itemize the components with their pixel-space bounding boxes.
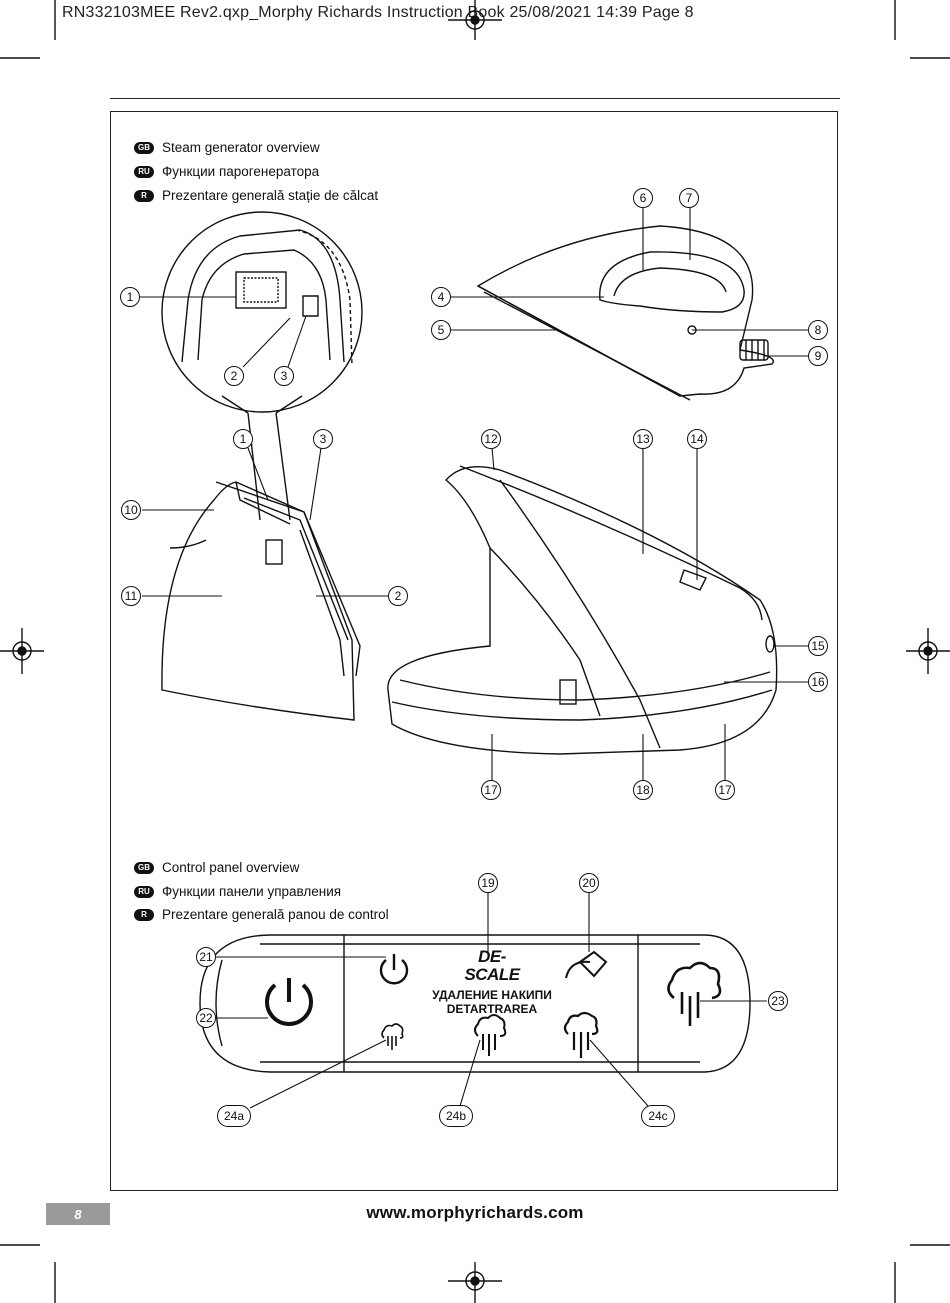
callout-8: 8 [808, 320, 828, 340]
power-large-icon [265, 978, 313, 1026]
steam-small-icon [381, 1023, 404, 1050]
iron-drawing [476, 225, 774, 401]
callout-6: 6 [633, 188, 653, 208]
registration-mark-top-icon [448, 0, 502, 40]
lang-badge: RU [134, 165, 154, 178]
callout-24c: 24c [641, 1105, 675, 1127]
callout-13: 13 [633, 429, 653, 449]
callout-3-side: 3 [313, 429, 333, 449]
callout-1-side: 1 [233, 429, 253, 449]
callout-12: 12 [481, 429, 501, 449]
callout-14: 14 [687, 429, 707, 449]
section-title: Steam generator overview [162, 140, 320, 155]
page-number: 8 [46, 1203, 110, 1225]
callout-18: 18 [633, 780, 653, 800]
callout-11: 11 [121, 586, 141, 606]
descale-translations: УДАЛЕНИЕ НАКИПИ DETARTRAREA [420, 988, 564, 1016]
descale-label-ro: DETARTRAREA [446, 1002, 538, 1016]
lang-badge: GB [134, 141, 154, 154]
callout-4: 4 [431, 287, 451, 307]
base-detail-magnifier [161, 211, 363, 521]
top-rule [110, 98, 840, 99]
callout-19: 19 [478, 873, 498, 893]
lang-row-ru-steam: RU Функции парогенератора [134, 164, 319, 179]
callout-24b: 24b [439, 1105, 473, 1127]
lang-badge: RU [134, 885, 154, 898]
steam-max-icon [563, 1011, 599, 1058]
callout-1: 1 [120, 287, 140, 307]
lang-badge: R [134, 189, 154, 202]
registration-mark-right-icon [906, 628, 950, 674]
callout-15: 15 [808, 636, 828, 656]
callout-10: 10 [121, 500, 141, 520]
lang-badge: R [134, 908, 154, 921]
registration-mark-left-icon [0, 628, 44, 674]
lang-row-ru-panel: RU Функции панели управления [134, 884, 341, 899]
section-title: Prezentare generală stație de călcat [162, 188, 379, 203]
descale-label: DE- SCALE [430, 948, 554, 984]
callout-21: 21 [196, 947, 216, 967]
callout-17-right: 17 [715, 780, 735, 800]
base-side-drawing [161, 481, 361, 721]
content-frame [110, 111, 838, 1191]
callout-5: 5 [431, 320, 451, 340]
lang-row-gb-steam: GB Steam generator overview [134, 140, 320, 155]
callout-17-left: 17 [481, 780, 501, 800]
section-title: Prezentare generală panou de control [162, 907, 389, 922]
callout-22: 22 [196, 1008, 216, 1028]
callout-24a: 24a [217, 1105, 251, 1127]
section-title: Control panel overview [162, 860, 300, 875]
callout-23: 23 [768, 991, 788, 1011]
steam-large-icon [667, 961, 722, 1026]
callout-3: 3 [274, 366, 294, 386]
callout-9: 9 [808, 346, 828, 366]
power-small-icon [379, 954, 409, 985]
lang-row-ro-panel: R Prezentare generală panou de control [134, 907, 389, 922]
descale-label-ru: УДАЛЕНИЕ НАКИПИ [432, 988, 552, 1002]
generator-main-drawing [387, 465, 778, 755]
lang-badge: GB [134, 861, 154, 874]
control-panel-outline [199, 934, 751, 1073]
callout-2: 2 [224, 366, 244, 386]
descale-label-line1: DE- [478, 947, 506, 966]
lang-row-ro-steam: R Prezentare generală stație de călcat [134, 188, 378, 203]
leader-lines [140, 208, 808, 1109]
lang-row-gb-panel: GB Control panel overview [134, 860, 299, 875]
section-title: Функции парогенератора [162, 164, 320, 179]
callout-20: 20 [579, 873, 599, 893]
callout-7: 7 [679, 188, 699, 208]
website-url: www.morphyrichards.com [366, 1203, 584, 1222]
descale-label-line2: SCALE [464, 965, 520, 984]
descale-drop-icon [565, 950, 608, 979]
steam-medium-icon [474, 1014, 507, 1056]
section-title: Функции панели управления [162, 884, 342, 899]
print-slug: RN332103MEE Rev2.qxp_Morphy Richards Ins… [62, 4, 694, 21]
registration-mark-bottom-icon [448, 1262, 502, 1303]
callout-2-side: 2 [388, 586, 408, 606]
callout-16: 16 [808, 672, 828, 692]
